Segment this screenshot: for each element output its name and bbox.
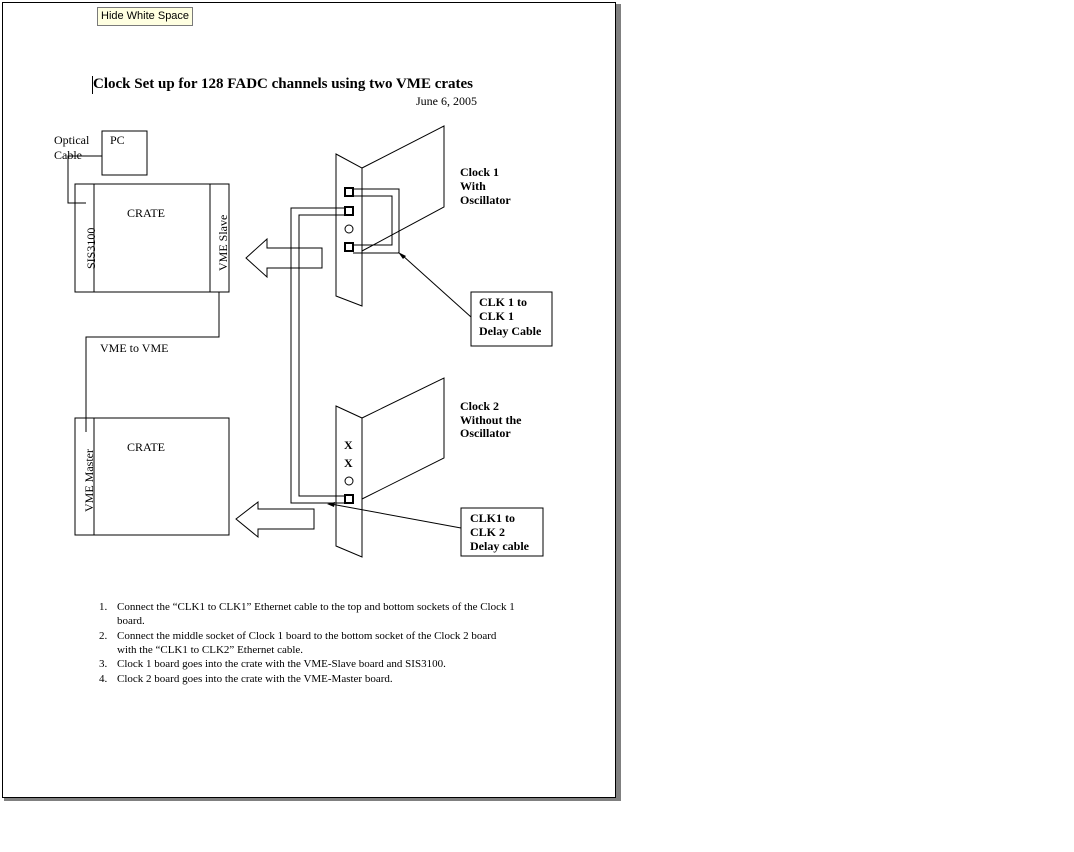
pc-label: PC (110, 133, 125, 147)
clock1-socket-top (344, 187, 354, 197)
clock2-label-line2: Without the (460, 413, 522, 427)
instruction-text-line: Connect the “CLK1 to CLK1” Ethernet cabl… (117, 601, 515, 613)
document-page (2, 2, 616, 798)
clk1-to-clk2-label-box (460, 507, 544, 557)
clock1-socket-bottom (344, 242, 354, 252)
instruction-text-line: with the “CLK1 to CLK2” Ethernet cable. (117, 643, 304, 656)
document-date: June 6, 2005 (416, 94, 477, 108)
vme-master-label: VME Master (82, 449, 96, 512)
instructions-list: 1. Connect the “CLK1 to CLK1” Ethernet c… (96, 600, 556, 686)
instruction-text-line: Clock 1 board goes into the crate with t… (117, 658, 446, 670)
clock2-board-bracket (335, 405, 363, 558)
clock1-board-bracket (335, 153, 363, 307)
crate-top-label: CRATE (127, 206, 166, 220)
clock1-socket-middle (344, 206, 354, 216)
clock2-socket-bottom (344, 494, 354, 504)
clock1-board-card (361, 125, 445, 252)
clock2-socket-empty (344, 476, 354, 486)
clock2-board-card (361, 377, 445, 500)
arrow-to-bottom-crate (235, 500, 315, 539)
optical-cable-label-line2: Cable (54, 148, 82, 162)
document-title: Clock Set up for 128 FADC channels using… (93, 76, 474, 92)
instruction-item: 2. Connect the middle socket of Clock 1 … (96, 629, 556, 657)
clk1-to-clk2-label-line2: CLK 2 (470, 525, 506, 539)
clock1-label-line1: Clock 1 (460, 165, 499, 179)
instruction-number: 2. (99, 629, 108, 642)
clock2-label-line3: Oscillator (460, 426, 511, 440)
instruction-number: 4. (99, 672, 108, 685)
clock1-socket-empty (344, 224, 354, 234)
vme-slave-label: VME Slave (216, 214, 230, 271)
clk1-to-clk2-cable-outer (290, 207, 345, 504)
clk1-to-clk1-cable-outer (353, 188, 400, 254)
page-shadow-right (616, 4, 621, 801)
instruction-text-line: Connect the middle socket of Clock 1 boa… (117, 629, 497, 642)
arrow-to-top-crate (245, 237, 323, 279)
clk1-to-clk2-label-line3: Delay cable (470, 539, 529, 553)
pc-box (101, 130, 148, 176)
optical-cable-line (67, 155, 102, 204)
instruction-item: 3. Clock 1 board goes into the crate wit… (96, 657, 556, 671)
clk1-to-clk1-cable-inner (353, 195, 393, 246)
hide-white-space-tooltip[interactable]: Hide White Space (97, 7, 194, 26)
crate-bottom-box (74, 417, 230, 536)
clock1-label-line2: With (460, 179, 486, 193)
crate-bottom-label: CRATE (127, 440, 166, 454)
clock2-socket-x-mark-1: X (344, 438, 353, 452)
page-shadow-bottom (4, 798, 621, 801)
sis3100-label: SIS3100 (84, 227, 98, 269)
instruction-number: 1. (99, 601, 108, 613)
clk1-to-clk1-label-line3: Delay Cable (479, 324, 542, 338)
clock1-label-line3: Oscillator (460, 193, 511, 207)
instruction-text-line: Clock 2 board goes into the crate with t… (117, 672, 393, 685)
clk1-to-clk2-cable-inner (298, 214, 345, 497)
clk1-to-clk2-pointer (330, 503, 462, 529)
clk1-to-clk1-pointer (401, 254, 472, 318)
instruction-item: 4. Clock 2 board goes into the crate wit… (96, 672, 556, 686)
clock2-label-line1: Clock 2 (460, 399, 499, 413)
clk1-to-clk1-label-line1: CLK 1 to (479, 295, 527, 309)
clk1-to-clk1-label-line2: CLK 1 (479, 309, 515, 323)
vme-to-vme-label: VME to VME (100, 341, 169, 355)
instruction-text-line: board. (117, 615, 145, 627)
optical-cable-label-line1: Optical (54, 133, 90, 147)
text-cursor (92, 76, 93, 94)
instruction-number: 3. (99, 658, 108, 670)
clk1-to-clk1-label-box (470, 291, 553, 347)
clk1-to-clk2-label-line1: CLK1 to (470, 511, 515, 525)
vme-to-vme-cable (85, 292, 220, 432)
instruction-item: 1. Connect the “CLK1 to CLK1” Ethernet c… (96, 600, 556, 628)
crate-top-box (74, 183, 230, 293)
clock2-socket-x-mark-2: X (344, 456, 353, 470)
